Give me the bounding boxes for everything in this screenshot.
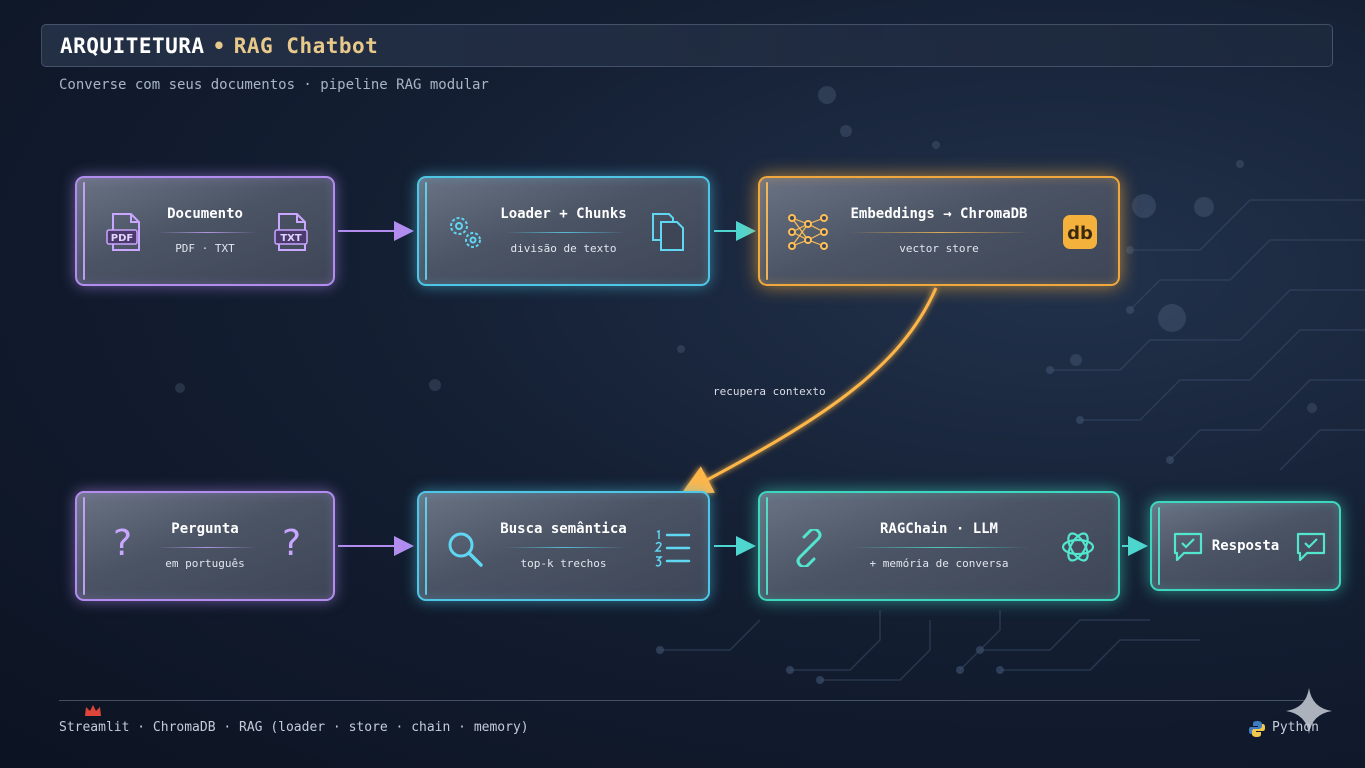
header-bar: ARQUITETURA • RAG Chatbot xyxy=(41,24,1333,67)
python-logo-icon xyxy=(1249,721,1265,737)
pdf-file-icon: PDF xyxy=(106,213,140,251)
pdf-icon-label: PDF xyxy=(111,233,133,244)
sparkle-icon xyxy=(1286,688,1332,734)
node-divider xyxy=(505,232,625,233)
question-mark-icon: ? xyxy=(113,523,133,564)
txt-icon-label: TXT xyxy=(280,233,302,244)
link-icon xyxy=(796,529,822,567)
page-title: ARQUITETURA • RAG Chatbot xyxy=(60,34,378,58)
numbered-list-icon xyxy=(654,529,691,567)
node-subtitle: top-k trechos xyxy=(520,557,607,570)
title-main: ARQUITETURA xyxy=(60,34,205,58)
edge-embeddings-busca xyxy=(681,287,938,494)
node-divider xyxy=(157,232,257,233)
page-subtitle: Converse com seus documentos · pipeline … xyxy=(59,77,489,93)
search-icon xyxy=(448,532,483,567)
node-ragchain: RAGChain · LLM + memória de conversa xyxy=(758,491,1120,601)
node-title: Resposta xyxy=(1211,538,1280,554)
node-pergunta: Pergunta em português ? ? xyxy=(75,491,335,601)
streamlit-crown-icon xyxy=(85,705,101,716)
node-title: Pergunta xyxy=(171,521,239,537)
neural-network-icon xyxy=(788,214,828,250)
node-documento: Documento PDF · TXT PDF TXT xyxy=(75,176,335,286)
node-subtitle: em português xyxy=(165,557,245,570)
node-divider xyxy=(505,547,625,548)
title-separator: • xyxy=(212,34,226,58)
node-subtitle: divisão de texto xyxy=(510,242,617,255)
gears-icon xyxy=(450,217,481,248)
chat-check-icon xyxy=(1173,532,1203,562)
node-title: Busca semântica xyxy=(500,521,627,537)
node-subtitle: PDF · TXT xyxy=(175,242,235,255)
node-divider xyxy=(850,547,1030,548)
question-mark-icon: ? xyxy=(282,523,302,564)
footer-text: Streamlit · ChromaDB · RAG (loader · sto… xyxy=(59,720,529,735)
openai-logo-icon xyxy=(1061,532,1095,562)
node-title: Documento xyxy=(167,206,243,222)
db-icon-label: db xyxy=(1067,223,1093,244)
footer-divider xyxy=(59,700,1305,701)
node-busca: Busca semântica top-k trechos xyxy=(417,491,710,601)
node-resposta: Resposta xyxy=(1150,501,1341,591)
db-icon: db xyxy=(1063,215,1097,249)
node-subtitle: + memória de conversa xyxy=(869,557,1009,570)
edge-label-context: recupera contexto xyxy=(713,385,826,398)
node-title: Embeddings → ChromaDB xyxy=(850,206,1028,222)
node-divider xyxy=(157,547,257,548)
chat-check-icon xyxy=(1296,532,1326,562)
node-divider xyxy=(850,232,1030,233)
txt-file-icon: TXT xyxy=(274,213,308,251)
node-embeddings: Embeddings → ChromaDB vector store db xyxy=(758,176,1120,286)
copy-pages-icon xyxy=(652,213,684,251)
title-accent: RAG Chatbot xyxy=(233,34,379,58)
node-loader: Loader + Chunks divisão de texto xyxy=(417,176,710,286)
node-subtitle: vector store xyxy=(899,242,979,255)
node-title: Loader + Chunks xyxy=(500,206,627,222)
node-title: RAGChain · LLM xyxy=(879,521,998,537)
